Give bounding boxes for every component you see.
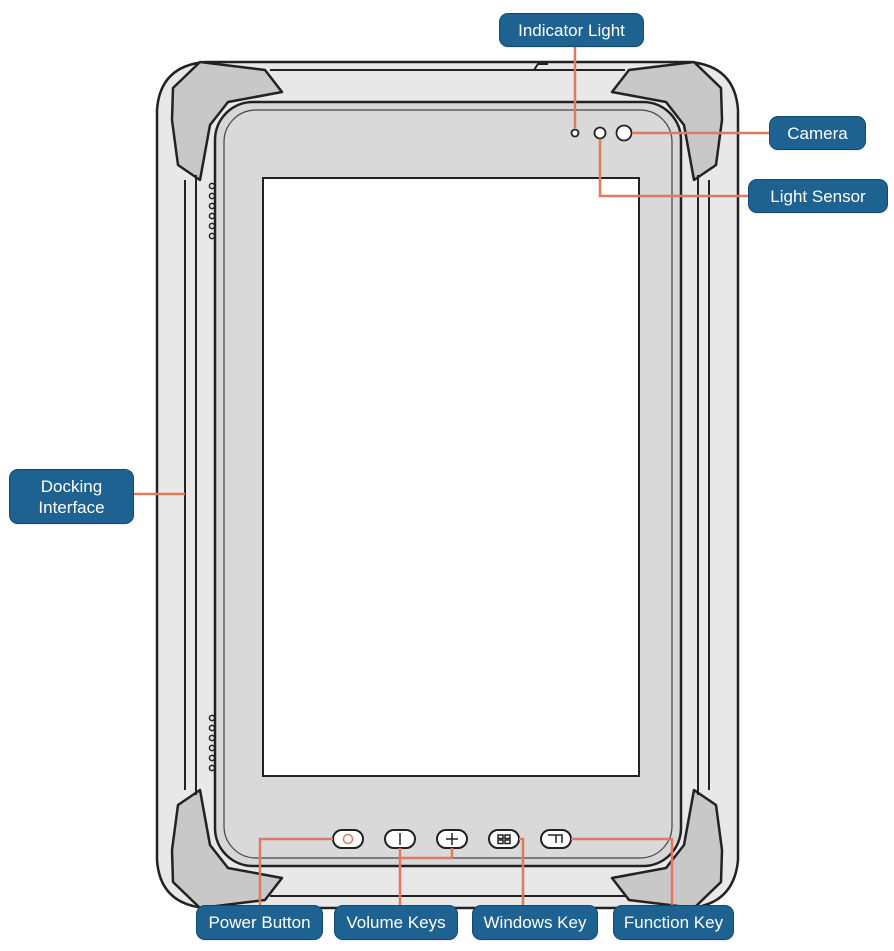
indicator-light-label: Indicator Light: [499, 13, 644, 47]
power-button-icon: [332, 829, 364, 849]
corner-bumpers: [170, 60, 724, 910]
speaker-grille-top: [208, 182, 216, 240]
indicator-light-icon: [570, 128, 580, 138]
light-sensor-icon: [593, 126, 607, 140]
power-button-label: Power Button: [196, 905, 323, 940]
docking-interface-label: Docking Interface: [9, 469, 134, 524]
speaker-grille-bottom: [208, 714, 216, 772]
light-sensor-label: Light Sensor: [748, 179, 888, 213]
volume-keys-label: Volume Keys: [334, 905, 458, 940]
side-rails: [184, 63, 710, 897]
camera-icon: [615, 124, 633, 142]
windows-key-label: Windows Key: [472, 905, 598, 940]
windows-key-icon: [488, 829, 520, 849]
function-key-label: Function Key: [613, 905, 734, 940]
camera-label: Camera: [769, 116, 866, 150]
leader-lines: [134, 44, 769, 905]
screen: [262, 177, 640, 777]
key-glyphs: [342, 833, 563, 845]
